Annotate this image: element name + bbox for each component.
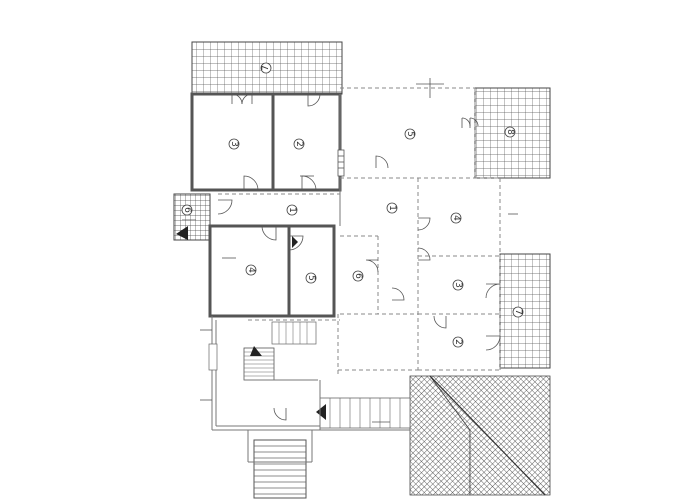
detail-ticks	[176, 78, 518, 423]
room-label-west-4: 4	[245, 264, 257, 276]
room-labels: 7 3 2 1 6 4 5 5	[181, 62, 524, 348]
inner-stairs-middle	[316, 397, 411, 429]
svg-text:2: 2	[294, 141, 304, 147]
svg-text:1: 1	[387, 205, 397, 211]
room-label-west-terrace-7: 7	[260, 62, 272, 74]
east-terrace-hatch-side	[499, 253, 551, 369]
room-label-west-2: 2	[293, 138, 305, 150]
entrance-stairs	[253, 439, 307, 499]
svg-text:6: 6	[353, 273, 363, 279]
svg-text:1: 1	[287, 207, 297, 213]
svg-text:8: 8	[505, 129, 515, 135]
room-label-east-2: 2	[452, 336, 464, 348]
lower-left-outline	[208, 316, 410, 463]
west-stair-hatch	[173, 193, 211, 241]
svg-text:2: 2	[453, 339, 463, 345]
stair-upper-middle	[271, 321, 317, 345]
room-label-east-4: 4	[450, 212, 462, 224]
west-block-walls	[190, 92, 342, 318]
east-block-walls	[218, 87, 501, 376]
room-label-west-5: 5	[305, 272, 317, 284]
svg-text:5: 5	[306, 275, 316, 281]
svg-text:3: 3	[453, 282, 463, 288]
svg-text:6: 6	[182, 207, 192, 213]
room-label-east-5: 5	[404, 128, 416, 140]
svg-text:7: 7	[513, 309, 523, 315]
room-label-west-3: 3	[228, 138, 240, 150]
doors	[217, 93, 501, 421]
room-label-west-hall-1: 1	[286, 204, 298, 216]
inner-stairs-west	[243, 346, 275, 381]
svg-text:5: 5	[405, 131, 415, 137]
svg-text:3: 3	[229, 141, 239, 147]
svg-text:7: 7	[261, 65, 271, 71]
room-label-east-terrace-8: 8	[504, 126, 516, 138]
room-label-east-terrace-7: 7	[512, 306, 524, 318]
roof-hatch	[409, 375, 551, 496]
svg-text:4: 4	[246, 267, 256, 273]
room-label-east-3: 3	[452, 279, 464, 291]
room-label-east-hall-1: 1	[386, 202, 398, 214]
svg-text:4: 4	[451, 215, 461, 221]
room-label-west-stair-6: 6	[181, 204, 193, 216]
room-label-east-6: 6	[352, 270, 364, 282]
